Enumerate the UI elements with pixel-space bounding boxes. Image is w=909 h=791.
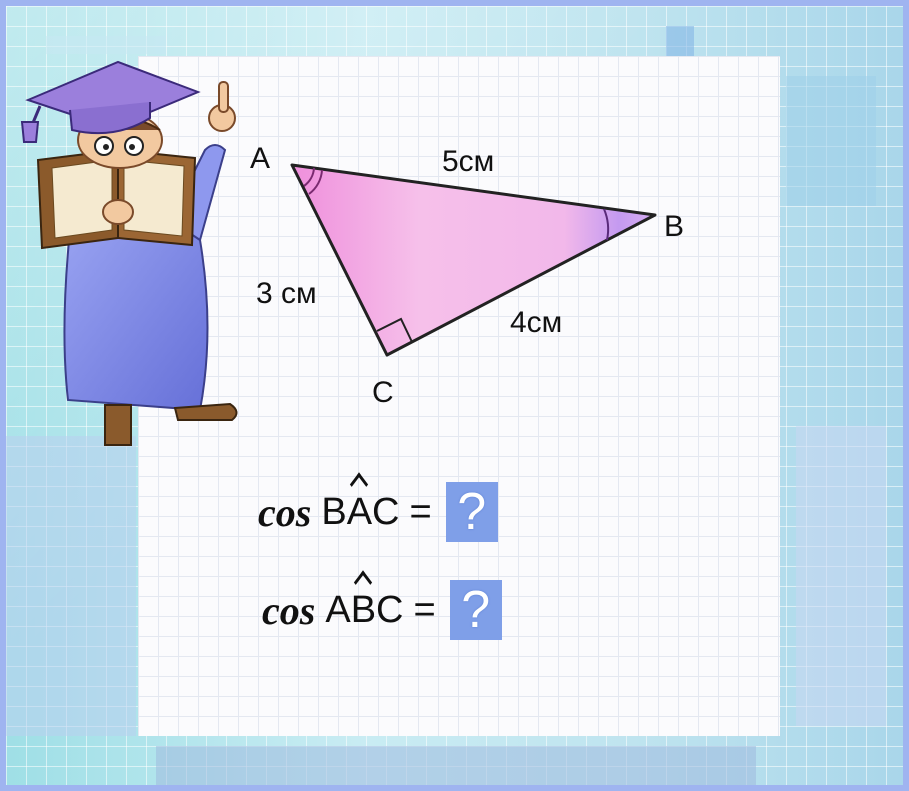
angle-letter: C: [376, 588, 404, 631]
side-label-cb: 4см: [510, 306, 562, 339]
side-label-ab: 5см: [442, 145, 494, 178]
angle-letter: C: [372, 490, 400, 533]
equals-sign: =: [409, 490, 432, 533]
background-decoration: [46, 36, 166, 54]
right-angle-mark: [376, 317, 413, 343]
background-decoration: [786, 76, 876, 206]
equals-sign: =: [413, 588, 436, 631]
answer-placeholder-box[interactable]: ?: [449, 580, 502, 640]
side-label-ac: 3 см: [256, 277, 317, 310]
background-decoration: [6, 436, 136, 736]
vertex-label-b: B: [664, 210, 684, 243]
triangle-abc: [290, 163, 657, 357]
professor-character-illustration: [20, 60, 238, 446]
background-decoration: [156, 746, 756, 785]
angle-letter: A: [325, 588, 351, 631]
angle-a-arc: [303, 167, 315, 187]
angle-vertex-with-hat: B: [350, 588, 377, 631]
answer-placeholder-box[interactable]: ?: [445, 482, 498, 542]
angle-letter: B: [321, 490, 347, 533]
angle-vertex-with-hat: A: [346, 490, 373, 533]
angle-b-arc: [603, 208, 610, 241]
cos-function-label: cos: [262, 587, 316, 633]
background-decoration: [796, 426, 886, 726]
angle-a-arc: [308, 169, 323, 195]
vertex-label-a: A: [250, 142, 270, 175]
vertex-label-c: C: [372, 376, 394, 409]
cos-function-label: cos: [258, 489, 312, 535]
